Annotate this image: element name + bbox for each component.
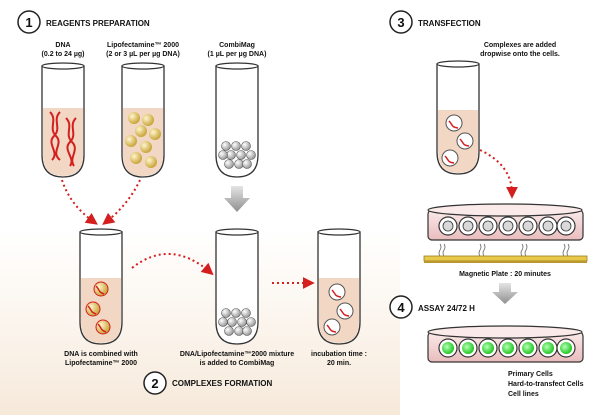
tube-to-dish-arrow xyxy=(479,149,518,199)
combimag-label: CombiMag xyxy=(219,42,255,49)
step-2-badge: 2 xyxy=(143,371,167,395)
gray-down-arrow-right xyxy=(492,283,518,304)
magnetic-field-lines xyxy=(438,243,570,257)
step-4-title: ASSAY 24/72 H xyxy=(418,304,475,313)
combimag-amount: (1 µL per µg DNA) xyxy=(208,51,267,58)
cells-caption-line3: Cell lines xyxy=(508,391,539,398)
step-3-badge: 3 xyxy=(389,10,413,34)
lipo-label: Lipofectamine™ 2000 xyxy=(107,42,179,49)
dna-to-mix-arrow xyxy=(61,179,98,225)
magnetic-plate-caption: Magnetic Plate : 20 minutes xyxy=(459,271,551,278)
step-1-number: 1 xyxy=(25,15,32,30)
step-2-title: COMPLEXES FORMATION xyxy=(172,379,273,388)
transfection-tube xyxy=(436,60,480,175)
incubation-caption-line1: incubation time : xyxy=(311,351,367,358)
cells-caption-line2: Hard-to-transfect Cells xyxy=(508,381,584,388)
dna-amount: (0.2 to 24 µg) xyxy=(42,51,85,58)
cells-caption-line1: Primary Cells xyxy=(508,371,553,378)
step-1-badge: 1 xyxy=(17,10,41,34)
transfection-dish xyxy=(427,203,584,241)
step-4-badge: 4 xyxy=(389,295,413,319)
assay-dish xyxy=(427,325,584,363)
dropwise-caption-line1: Complexes are added xyxy=(484,42,556,49)
combined-caption-line1: DNA is combined with xyxy=(64,351,138,358)
mixture-caption-line1: DNA/Lipofectamine™2000 mixture xyxy=(180,351,294,358)
dna-label: DNA xyxy=(55,42,70,49)
dropwise-caption-line2: dropwise onto the cells. xyxy=(480,51,560,58)
step-3-number: 3 xyxy=(397,15,404,30)
dna-tube xyxy=(41,62,85,178)
mix-tube xyxy=(79,228,123,345)
incubation-caption-line2: 20 min. xyxy=(327,360,351,367)
incubation-tube xyxy=(317,228,361,345)
combimag-tube xyxy=(215,62,259,178)
lipo-amount: (2 or 3 µL per µg DNA) xyxy=(106,51,180,58)
mixture-caption-line2: is added to CombiMag xyxy=(200,360,275,367)
magnetic-plate xyxy=(423,255,588,263)
step-3-title: TRANSFECTION xyxy=(418,19,481,28)
step-2-number: 2 xyxy=(151,376,158,391)
gray-down-arrow xyxy=(224,186,250,212)
mix-to-combimag-arrow xyxy=(131,253,214,276)
combimag-mixture-tube xyxy=(215,228,259,345)
step-4-number: 4 xyxy=(397,300,405,315)
step-1-title: REAGENTS PREPARATION xyxy=(46,19,150,28)
lipofectamine-tube xyxy=(121,62,165,178)
combined-caption-line2: Lipofectamine™ 2000 xyxy=(65,360,137,367)
lipo-to-mix-arrow xyxy=(102,179,141,225)
